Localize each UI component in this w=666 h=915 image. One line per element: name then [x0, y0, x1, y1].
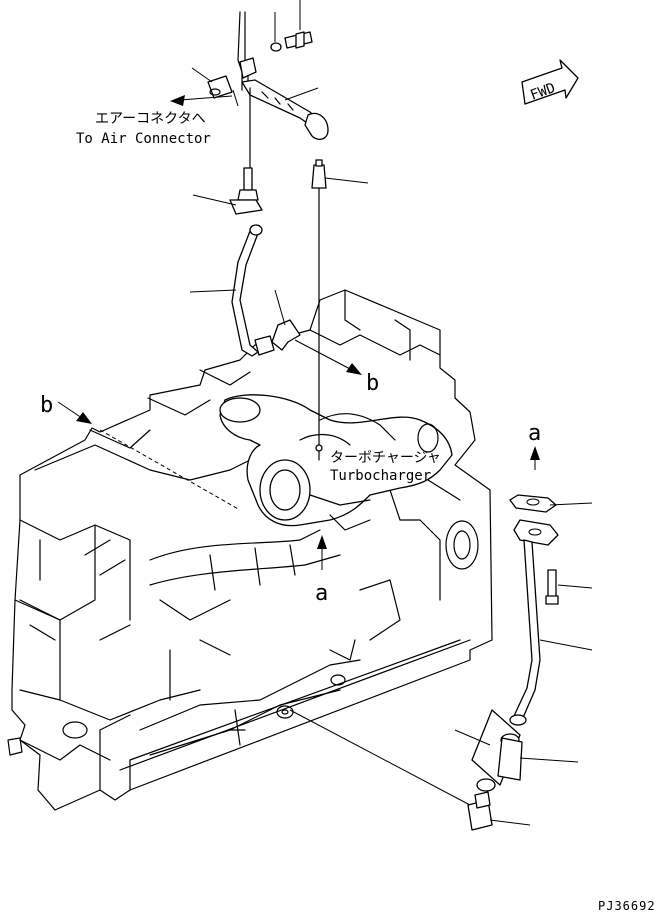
- air-connector-arrow-icon: [170, 95, 185, 106]
- b-arrow-right-icon: [346, 363, 362, 375]
- b-arrow-left-icon: [76, 412, 92, 424]
- fwd-direction-arrow: FWD: [521, 59, 579, 105]
- leader-lines: [189, 0, 593, 826]
- turbocharger-label-en: Turbocharger: [330, 468, 431, 484]
- engine-block: [7, 289, 493, 811]
- ref-b-right-label: b: [366, 371, 379, 396]
- turbocharger: [219, 394, 453, 531]
- air-connector-label-en: To Air Connector: [76, 131, 211, 147]
- a-arrow-up-center-icon: [317, 535, 327, 549]
- oil-return-assembly: [289, 494, 559, 831]
- ref-b-left-label: b: [40, 393, 53, 418]
- ref-a-bottom-label: a: [315, 581, 328, 606]
- a-arrow-up-right-icon: [530, 446, 540, 460]
- turbocharger-label-jp: ターボチャージャ: [330, 450, 441, 466]
- ref-a-top-label: a: [528, 421, 541, 446]
- arrows: [57, 95, 540, 570]
- air-connector-label-jp: エアーコネクタへ: [95, 111, 206, 127]
- air-line-assembly: [207, 11, 329, 461]
- drawing-code: PJ36692: [598, 899, 656, 913]
